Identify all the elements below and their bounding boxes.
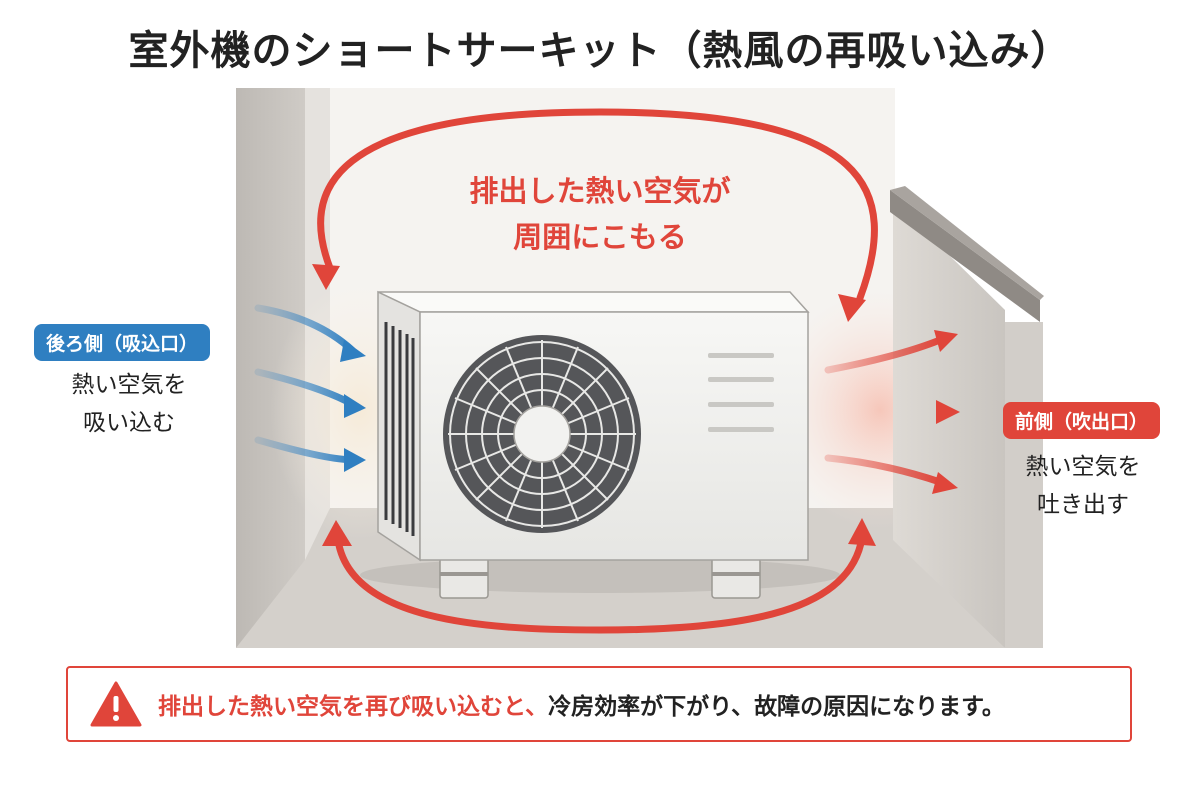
page-title: 室外機のショートサーキット（熱風の再吸い込み） — [128, 28, 1072, 74]
outlet-badge: 前側（吹出口） — [1003, 402, 1161, 439]
warning-triangle-icon — [90, 681, 142, 727]
outlet-description: 熱い空気を 吐き出す — [998, 448, 1168, 524]
intake-arrowheads — [340, 340, 366, 472]
right-wall-cap-top — [890, 186, 1044, 300]
warning-text-detail: 冷房効率が下がり、故障の原因になります。 — [548, 694, 1005, 720]
right-wall-face — [1005, 322, 1043, 648]
intake-description: 熱い空気を 吸い込む — [44, 366, 214, 442]
intake-badge: 後ろ側（吸込口） — [34, 324, 211, 361]
recirculation-label-line1: 排出した熱い空気が — [469, 174, 731, 208]
outdoor-unit — [377, 290, 810, 562]
side-grille — [384, 322, 415, 536]
outlet-description-line1: 熱い空気を — [1025, 454, 1141, 480]
recirculation-label-line2: 周囲にこもる — [513, 220, 687, 254]
recirculation-label: 排出した熱い空気が 周囲にこもる — [420, 168, 780, 260]
outlet-description-line2: 吐き出す — [1037, 492, 1129, 518]
unit-shadow — [360, 557, 840, 593]
fan-grille — [443, 335, 641, 533]
warning-text-emphasis: 排出した熱い空気を再び吸い込むと、 — [158, 694, 549, 720]
recirculation-arc-top — [312, 108, 878, 322]
recirculation-arc-bottom — [322, 518, 876, 634]
outlet-arrowheads — [932, 330, 960, 494]
outlet-arrows — [824, 336, 944, 486]
right-wall — [893, 200, 1005, 648]
warning-text: 排出した熱い空気を再び吸い込むと、冷房効率が下がり、故障の原因になります。 — [158, 687, 1005, 721]
warning-box: 排出した熱い空気を再び吸い込むと、冷房効率が下がり、故障の原因になります。 — [66, 666, 1132, 742]
left-wall — [236, 88, 305, 648]
unit-vents — [708, 353, 774, 432]
intake-description-line2: 吸い込む — [83, 410, 175, 436]
intake-description-line1: 熱い空気を — [71, 372, 187, 398]
unit-feet — [439, 557, 761, 599]
right-wall-cap — [890, 190, 1040, 322]
